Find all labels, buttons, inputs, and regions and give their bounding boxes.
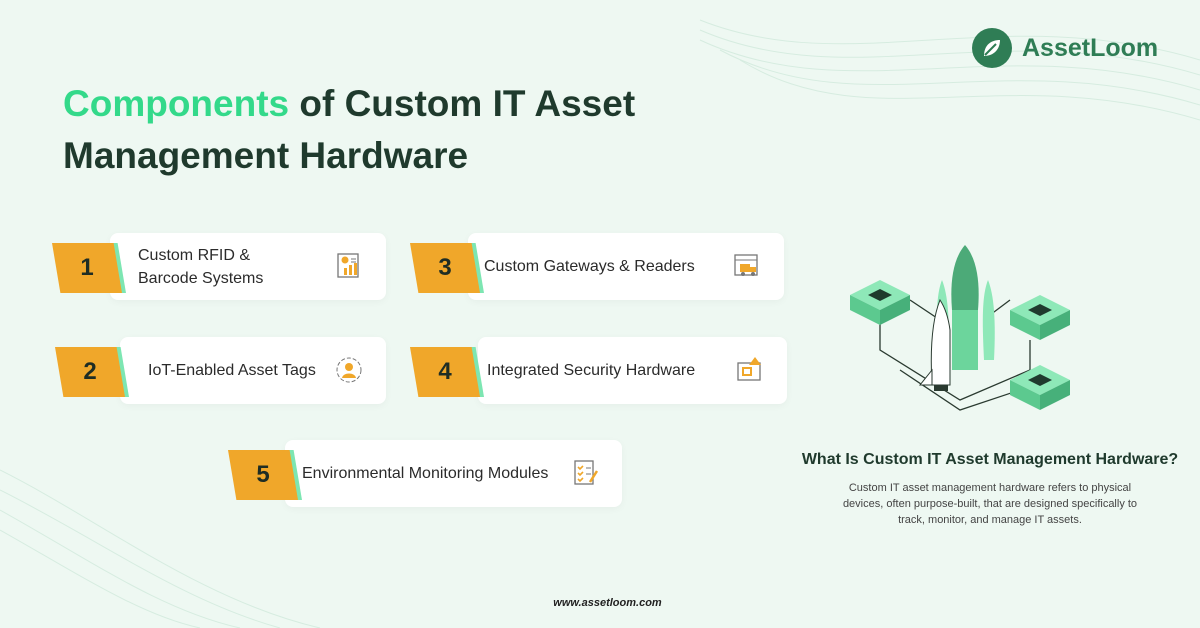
- component-label: Integrated Security Hardware: [487, 362, 696, 379]
- number-badge: 4: [410, 347, 480, 397]
- component-card: Custom RFID & Barcode Systems: [110, 233, 386, 300]
- rocket: [918, 245, 995, 391]
- user-target-icon: [336, 357, 362, 383]
- component-item-4: Integrated Security Hardware 4: [410, 337, 787, 404]
- hardware-block: [850, 280, 910, 325]
- page-title: Components of Custom IT Asset Management…: [63, 78, 703, 182]
- component-card: Integrated Security Hardware: [478, 337, 787, 404]
- component-label: Custom RFID & Barcode Systems: [138, 246, 264, 287]
- component-label: Custom Gateways & Readers: [484, 258, 695, 275]
- leaf-icon: [972, 28, 1012, 68]
- blueprint-icon: [737, 357, 761, 381]
- number-badge: 3: [410, 243, 480, 293]
- title-rest: of Custom IT Asset Management Hardware: [63, 83, 636, 176]
- title-highlight: Components: [63, 83, 290, 124]
- definition-heading: What Is Custom IT Asset Management Hardw…: [801, 451, 1179, 468]
- delivery-truck-icon: [734, 254, 758, 276]
- component-item-1: Custom RFID & Barcode Systems 1: [52, 233, 386, 300]
- rocket-hardware-illustration: [850, 245, 1070, 411]
- definition-body: Custom IT asset management hardware refe…: [842, 482, 1138, 526]
- number-badge: 2: [55, 347, 125, 397]
- number-badge: 1: [52, 243, 122, 293]
- component-item-3: Custom Gateways & Readers 3: [410, 233, 784, 300]
- brand-name: AssetLoom: [1022, 33, 1159, 62]
- component-card: Environmental Monitoring Modules: [285, 440, 622, 507]
- number-badge: 5: [228, 450, 298, 500]
- component-item-2: IoT-Enabled Asset Tags 2: [55, 337, 386, 404]
- component-label: IoT-Enabled Asset Tags: [148, 362, 316, 379]
- checklist-icon: [574, 460, 599, 485]
- component-label: Environmental Monitoring Modules: [302, 465, 549, 482]
- component-card: Custom Gateways & Readers: [468, 233, 784, 300]
- footer-url[interactable]: www.assetloom.com: [553, 597, 662, 609]
- report-chart-icon: [337, 253, 359, 278]
- component-item-5: Environmental Monitoring Modules 5: [228, 440, 622, 507]
- component-card: IoT-Enabled Asset Tags: [120, 337, 386, 404]
- brand-logo: AssetLoom: [972, 28, 1158, 68]
